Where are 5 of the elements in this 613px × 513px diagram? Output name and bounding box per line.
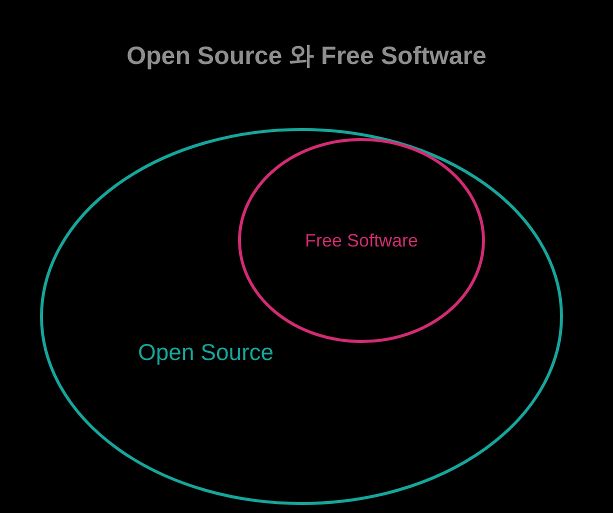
diagram-title: Open Source 와 Free Software: [126, 41, 486, 72]
inner-ellipse: [238, 138, 485, 343]
outer-ellipse: [40, 128, 563, 505]
region-label: Free Software: [304, 230, 418, 252]
region-label: Open Source: [138, 339, 274, 366]
